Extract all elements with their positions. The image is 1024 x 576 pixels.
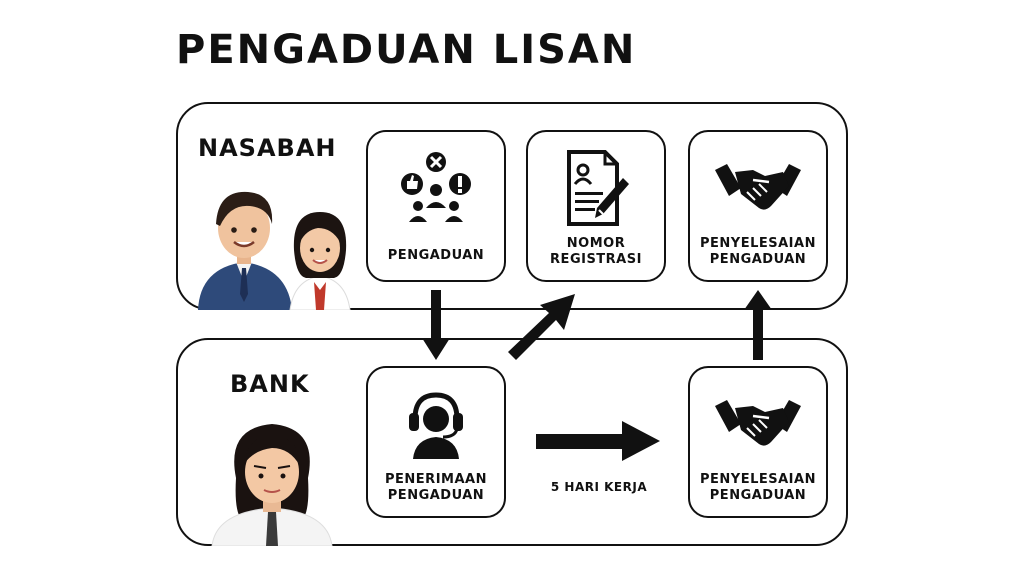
card-penyelesaian-nasabah: PENYELESAIAN PENGADUAN	[688, 130, 828, 282]
bank-officer-avatar-illustration	[211, 424, 333, 546]
card-nomor-registrasi: NOMOR REGISTRASI	[526, 130, 666, 282]
duration-note: 5 HARI KERJA	[550, 480, 648, 494]
complaint-feedback-icon	[368, 146, 504, 230]
card-penyelesaian-nasabah-label: PENYELESAIAN PENGADUAN	[700, 236, 816, 267]
card-penerimaan-pengaduan-label: PENERIMAAN PENGADUAN	[385, 472, 487, 503]
customer-service-headset-icon	[368, 382, 504, 466]
page-title: PENGADUAN LISAN	[176, 27, 637, 73]
handshake-icon	[690, 382, 826, 466]
registration-document-icon	[528, 146, 664, 230]
card-pengaduan: PENGADUAN	[366, 130, 506, 282]
card-penyelesaian-bank: PENYELESAIAN PENGADUAN	[688, 366, 828, 518]
customer-avatars-illustration	[198, 191, 351, 310]
handshake-icon	[690, 146, 826, 230]
bank-label: BANK	[230, 370, 310, 398]
nasabah-label: NASABAH	[198, 134, 337, 162]
card-penyelesaian-bank-label: PENYELESAIAN PENGADUAN	[700, 472, 816, 503]
card-nomor-registrasi-label: NOMOR REGISTRASI	[550, 236, 642, 267]
card-pengaduan-label: PENGADUAN	[387, 248, 485, 263]
card-penerimaan-pengaduan: PENERIMAAN PENGADUAN	[366, 366, 506, 518]
